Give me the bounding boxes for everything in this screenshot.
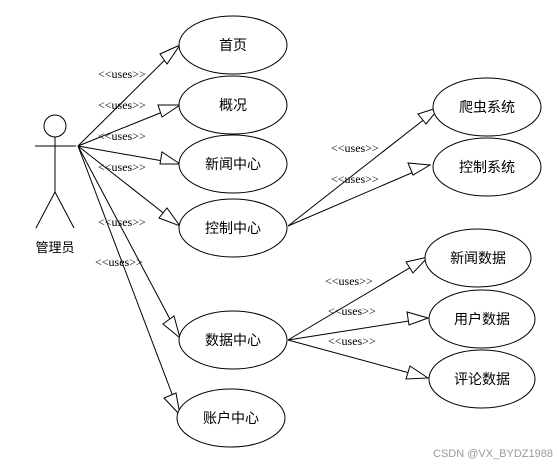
arrowhead-data-center (162, 315, 181, 340)
use-case-overview-label: 概况 (219, 98, 247, 114)
arrowhead-news-data (405, 256, 430, 274)
use-case-comment-data: 评论数据 (428, 349, 536, 409)
arrowhead-control-center (158, 207, 182, 228)
use-case-comment-data-label: 评论数据 (454, 372, 510, 388)
uses-label-news-data: <<uses>> (325, 274, 373, 288)
assoc-data-news-data (287, 256, 429, 341)
arrowhead-control-system (407, 162, 432, 176)
assoc-admin-data-center (77, 145, 181, 339)
use-case-control-center-ellipse (178, 198, 288, 258)
use-case-crawler-system-ellipse (432, 77, 542, 137)
use-case-account-center-label: 账户中心 (203, 410, 259, 427)
use-case-news-center-ellipse (178, 134, 288, 194)
use-case-user-data-ellipse (428, 289, 536, 349)
actor-head (43, 114, 67, 138)
use-case-news-data-label: 新闻数据 (450, 251, 506, 267)
actor-name-label: 管理员 (35, 241, 74, 256)
uses-label-news-center: <<uses>> (98, 129, 146, 143)
use-case-control-system-label: 控制系统 (459, 160, 515, 176)
use-case-news-center: 新闻中心 (178, 134, 288, 194)
uses-label-overview: <<uses>> (98, 98, 146, 112)
use-case-control-center: 控制中心 (178, 198, 288, 258)
arrowhead-overview (157, 104, 182, 118)
watermark: CSDN @VX_BYDZ1988 (433, 448, 553, 460)
use-case-home-label: 首页 (219, 38, 247, 54)
assoc-data-comment-data (287, 339, 429, 379)
use-case-news-center-label: 新闻中心 (205, 157, 261, 173)
arrowhead-user-data (406, 311, 430, 326)
use-case-home: 首页 (178, 15, 288, 75)
assoc-data-user-data (287, 317, 429, 341)
use-case-data-center: 数据中心 (178, 310, 288, 370)
association-lines (77, 44, 441, 416)
use-case-user-data: 用户数据 (428, 289, 536, 349)
use-case-account-center-ellipse (176, 388, 286, 448)
uses-label-comment-data: <<uses>> (328, 334, 376, 348)
assoc-control-control-system (287, 164, 431, 227)
uses-label-account-center: <<uses>> (95, 255, 143, 269)
uses-label-control-center: <<uses>> (98, 160, 146, 174)
use-case-crawler-system-label: 爬虫系统 (459, 100, 515, 116)
assoc-admin-account-center (77, 145, 181, 416)
use-case-data-center-ellipse (178, 310, 288, 370)
use-case-overview: 概况 (178, 75, 288, 135)
uses-label-user-data: <<uses>> (328, 304, 376, 318)
use-case-news-data: 新闻数据 (424, 228, 532, 288)
uses-labels: <<uses>> <<uses>> <<uses>> <<uses>> <<us… (95, 67, 379, 348)
uses-label-data-center: <<uses>> (98, 215, 146, 229)
actor-admin: 管理员 (35, 114, 76, 256)
arrowhead-news-center (159, 151, 182, 165)
use-case-data-center-label: 数据中心 (205, 333, 261, 349)
use-case-account-center: 账户中心 (176, 388, 286, 448)
actor-right-leg (54, 191, 75, 229)
use-case-news-data-ellipse (424, 228, 532, 288)
use-case-comment-data-ellipse (428, 349, 536, 409)
uses-label-crawler-system: <<uses>> (331, 141, 379, 155)
uses-label-control-system: <<uses>> (331, 172, 379, 186)
actor-left-leg (35, 191, 56, 229)
use-case-overview-ellipse (178, 75, 288, 135)
use-case-control-center-label: 控制中心 (205, 221, 261, 237)
arrowheads (157, 43, 442, 417)
use-case-control-system-ellipse (432, 137, 542, 197)
arrowhead-comment-data (405, 365, 430, 380)
arrowhead-account-center (163, 392, 181, 417)
assoc-control-crawler (287, 106, 441, 227)
assoc-admin-home (77, 44, 181, 147)
use-case-control-system: 控制系统 (432, 137, 542, 197)
use-case-home-ellipse (178, 15, 288, 75)
arrowhead-home (159, 43, 182, 65)
use-case-user-data-label: 用户数据 (454, 311, 510, 328)
use-case-crawler-system: 爬虫系统 (432, 77, 542, 137)
uses-label-home: <<uses>> (98, 67, 146, 81)
